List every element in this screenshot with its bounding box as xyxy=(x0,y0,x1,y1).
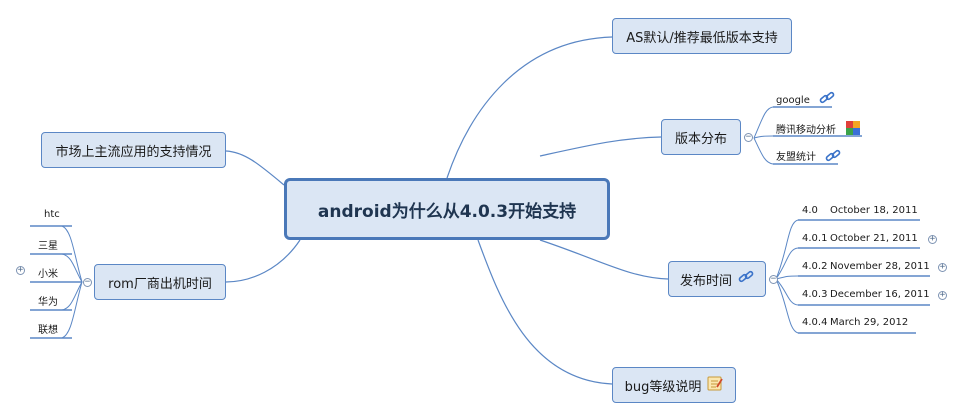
rom-vendor-label: 联想 xyxy=(38,325,58,336)
rom-vendor-label: 小米 xyxy=(38,269,58,280)
collapse-toggle-rom[interactable]: − xyxy=(83,277,92,287)
rom-vendor-label: htc xyxy=(44,209,60,220)
link-icon[interactable] xyxy=(825,149,841,166)
leaf-google-label: google xyxy=(776,94,810,106)
release-version: 4.0.4 xyxy=(802,317,828,328)
leaf-google[interactable]: google xyxy=(776,91,835,107)
collapse-toggle-version-dist[interactable]: − xyxy=(744,132,753,142)
leaf-umeng[interactable]: 友盟统计 xyxy=(776,148,841,164)
sub-line-umeng xyxy=(753,137,774,165)
topic-as-min-version[interactable]: AS默认/推荐最低版本支持 xyxy=(612,18,792,54)
puzzle-icon[interactable] xyxy=(845,120,861,139)
release-row[interactable]: 4.0.1 October 21, 2011 xyxy=(802,233,918,249)
release-row[interactable]: 4.0.2 November 28, 2011 xyxy=(802,261,930,277)
release-date: October 21, 2011 xyxy=(830,233,918,244)
central-topic-label: android为什么从4.0.3开始支持 xyxy=(317,201,577,222)
sub-line-google xyxy=(753,106,774,139)
topic-version-distribution[interactable]: 版本分布 xyxy=(661,119,741,155)
expand-toggle-xiaomi[interactable]: + xyxy=(16,265,25,275)
rom-vendor-samsung[interactable]: 三星 xyxy=(38,237,58,253)
rom-vendor-lenovo[interactable]: 联想 xyxy=(38,321,58,337)
topic-as-label: AS默认/推荐最低版本支持 xyxy=(626,30,778,46)
expand-toggle-4-0-1[interactable]: + xyxy=(928,234,937,244)
expand-toggle-4-0-3[interactable]: + xyxy=(938,290,947,300)
release-version: 4.0.3 xyxy=(802,289,828,300)
release-version: 4.0.2 xyxy=(802,261,828,272)
release-date: December 16, 2011 xyxy=(830,289,930,300)
topic-bug-label: bug等级说明 xyxy=(624,379,702,395)
release-row[interactable]: 4.0 October 18, 2011 xyxy=(802,205,918,221)
leaf-umeng-label: 友盟统计 xyxy=(776,152,816,163)
link-icon[interactable] xyxy=(738,270,754,288)
topic-rom-release[interactable]: rom厂商出机时间 xyxy=(94,264,226,300)
topic-release-date[interactable]: 发布时间 xyxy=(668,261,766,297)
release-version: 4.0 xyxy=(802,205,818,216)
release-date: October 18, 2011 xyxy=(830,205,918,216)
link-icon[interactable] xyxy=(819,91,835,108)
release-date: March 29, 2012 xyxy=(830,317,909,328)
release-date: November 28, 2011 xyxy=(830,261,930,272)
branch-line-market xyxy=(225,150,285,186)
leaf-tencent-label: 腾讯移动分析 xyxy=(776,124,836,136)
branch-line-as xyxy=(446,36,613,179)
note-icon[interactable] xyxy=(707,375,724,395)
rom-vendor-htc[interactable]: htc xyxy=(44,209,60,225)
branch-line-release xyxy=(539,239,669,280)
release-version: 4.0.1 xyxy=(802,233,828,244)
topic-rom-label: rom厂商出机时间 xyxy=(108,276,212,292)
rom-vendor-label: 三星 xyxy=(38,241,58,252)
expand-toggle-4-0-2[interactable]: + xyxy=(938,262,947,272)
topic-version-dist-label: 版本分布 xyxy=(674,131,727,147)
leaf-tencent-analytics[interactable]: 腾讯移动分析 xyxy=(776,120,861,136)
topic-market-support[interactable]: 市场上主流应用的支持情况 xyxy=(41,132,226,168)
central-topic[interactable]: android为什么从4.0.3开始支持 xyxy=(284,178,610,240)
topic-market-label: 市场上主流应用的支持情况 xyxy=(55,144,212,160)
branch-line-version-dist xyxy=(539,136,662,157)
rom-vendor-label: 华为 xyxy=(38,297,58,308)
topic-bug-level[interactable]: bug等级说明 xyxy=(612,367,736,403)
release-row[interactable]: 4.0.4 March 29, 2012 xyxy=(802,317,908,333)
branch-line-bug xyxy=(477,239,613,385)
release-row[interactable]: 4.0.3 December 16, 2011 xyxy=(802,289,930,305)
topic-release-label: 发布时间 xyxy=(679,273,732,289)
rom-vendor-xiaomi[interactable]: 小米 xyxy=(38,265,58,281)
sub-line-tencent xyxy=(753,135,774,139)
rom-vendor-huawei[interactable]: 华为 xyxy=(38,293,58,309)
collapse-toggle-release[interactable]: − xyxy=(769,274,778,284)
branch-line-rom xyxy=(225,239,301,283)
